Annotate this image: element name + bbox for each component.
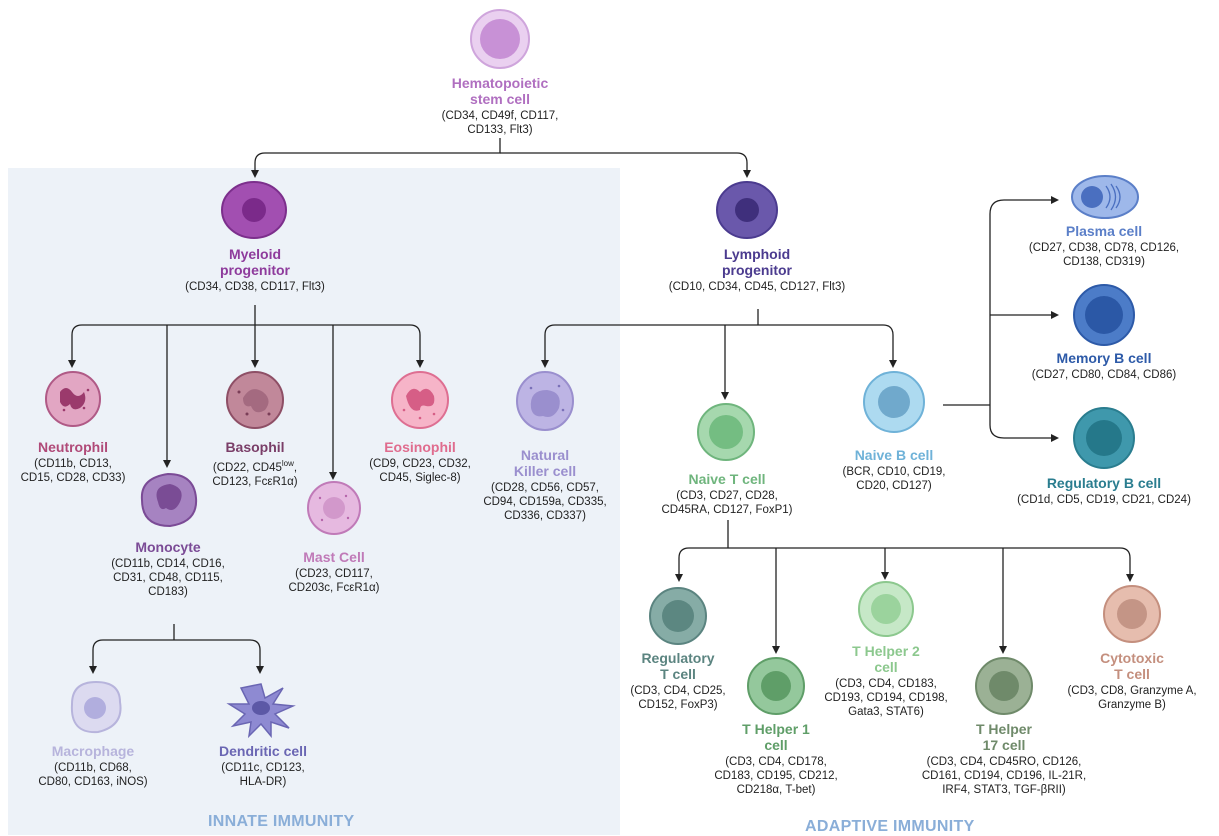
neutrophil-label: Neutrophil (CD11b, CD13,CD15, CD28, CD33… (21, 439, 126, 485)
naive-t-cell-icon (696, 402, 756, 462)
neutrophil-markers: (CD11b, CD13,CD15, CD28, CD33) (20, 458, 126, 484)
th1-markers: (CD3, CD4, CD178,CD183, CD195, CD212,CD2… (714, 756, 838, 796)
basophil-markers: (CD22, CD45low,CD123, FcεR1α) (212, 459, 298, 488)
dendritic-markers: (CD11c, CD123,HLA-DR) (221, 762, 305, 788)
eosinophil-name: Eosinophil (384, 439, 456, 455)
monocyte-cell-icon (136, 470, 200, 530)
plasma-label: Plasma cell (CD27, CD38, CD78, CD126,CD1… (1029, 223, 1179, 269)
neutrophil-cell-icon (44, 370, 102, 428)
eosinophil-label: Eosinophil (CD9, CD23, CD32,CD45, Siglec… (369, 439, 471, 485)
naiveb-label: Naive B cell (BCR, CD10, CD19,CD20, CD12… (843, 447, 946, 493)
regb-label: Regulatory B cell (CD1d, CD5, CD19, CD21… (1017, 475, 1191, 507)
myeloid-markers: (CD34, CD38, CD117, Flt3) (185, 281, 325, 293)
memory-b-cell-icon (1072, 283, 1136, 347)
mast-label: Mast Cell (CD23, CD117,CD203c, FcεR1α) (288, 549, 379, 595)
monocyte-name: Monocyte (135, 539, 201, 555)
macrophage-cell-icon (64, 676, 126, 738)
adaptive-immunity-title: ADAPTIVE IMMUNITY (805, 818, 975, 835)
monocyte-markers: (CD11b, CD14, CD16,CD31, CD48, CD115,CD1… (111, 558, 225, 598)
monocyte-label: Monocyte (CD11b, CD14, CD16,CD31, CD48, … (111, 539, 225, 599)
arrow-monocyte-macrophage (89, 639, 174, 674)
arrow-hsc-lymphoid (500, 152, 751, 178)
lymphoid-markers: (CD10, CD34, CD45, CD127, Flt3) (668, 281, 846, 293)
hsc-cell-icon (469, 8, 531, 70)
myeloid-cell-icon (220, 180, 288, 240)
macrophage-label: Macrophage (CD11b, CD68,CD80, CD163, iNO… (38, 743, 147, 789)
eosinophil-markers: (CD9, CD23, CD32,CD45, Siglec-8) (369, 458, 471, 484)
basophil-label: Basophil (CD22, CD45low,CD123, FcεR1α) (212, 439, 297, 489)
th1-cell-icon (746, 656, 806, 716)
cytotoxic-markers: (CD3, CD8, Granzyme A,Granzyme B) (1067, 685, 1197, 711)
macrophage-name: Macrophage (51, 743, 135, 759)
th2-markers: (CD3, CD4, CD183,CD193, CD194, CD198,Gat… (824, 678, 948, 718)
naivet-markers: (CD3, CD27, CD28,CD45RA, CD127, FoxP1) (661, 490, 793, 516)
basophil-name: Basophil (225, 439, 285, 455)
arrow-myeloid-eosinophil (255, 324, 424, 368)
naivet-name: Naive T cell (688, 471, 766, 487)
mast-name: Mast Cell (303, 549, 365, 565)
th2-cell-icon (857, 580, 915, 638)
regulatory-b-cell-icon (1072, 406, 1136, 470)
memoryb-name: Memory B cell (1056, 350, 1152, 366)
plasma-name: Plasma cell (1065, 223, 1143, 239)
hsc-markers: (CD34, CD49f, CD117,CD133, Flt3) (441, 110, 559, 136)
plasma-markers: (CD27, CD38, CD78, CD126,CD138, CD319) (1028, 242, 1180, 268)
dendritic-name: Dendritic cell (219, 743, 307, 759)
plasma-cell-icon (1070, 174, 1140, 220)
naiveb-markers: (BCR, CD10, CD19,CD20, CD127) (842, 466, 946, 492)
regb-name: Regulatory B cell (1046, 475, 1162, 491)
memoryb-label: Memory B cell (CD27, CD80, CD84, CD86) (1032, 350, 1176, 382)
nk-cell-icon (515, 370, 575, 432)
mast-cell-icon (306, 480, 362, 536)
arrow-naiveb-plasma (989, 196, 1059, 405)
naivet-label: Naive T cell (CD3, CD27, CD28,CD45RA, CD… (661, 471, 792, 517)
arrow-naiveb-regulatory (989, 405, 1059, 442)
dendritic-label: Dendritic cell (CD11c, CD123,HLA-DR) (219, 743, 307, 789)
naive-b-cell-icon (862, 370, 926, 434)
arrow-naivet-regt (675, 547, 728, 582)
nk-markers: (CD28, CD56, CD57,CD94, CD159a, CD335,CD… (483, 482, 607, 522)
innate-immunity-title: INNATE IMMUNITY (208, 813, 355, 830)
naiveb-name: Naive B cell (854, 447, 934, 463)
basophil-cell-icon (225, 370, 285, 430)
regt-markers: (CD3, CD4, CD25,CD152, FoxP3) (630, 685, 726, 711)
arrow-hsc-myeloid (251, 138, 501, 178)
macrophage-markers: (CD11b, CD68,CD80, CD163, iNOS) (38, 762, 148, 788)
arrow-lymphoid-nk (541, 324, 758, 368)
arrow-lymphoid-naiveb (758, 324, 897, 368)
arrow-monocyte-dendritic (174, 639, 264, 674)
memoryb-markers: (CD27, CD80, CD84, CD86) (1031, 369, 1177, 381)
th17-cell-icon (974, 656, 1034, 716)
arrow-naivet-th1 (728, 547, 1134, 582)
regulatory-t-cell-icon (648, 586, 708, 646)
eosinophil-cell-icon (390, 370, 450, 430)
dendritic-cell-icon (226, 676, 296, 738)
lymphoid-cell-icon (715, 180, 779, 240)
cytotoxic-t-cell-icon (1102, 584, 1162, 644)
regb-markers: (CD1d, CD5, CD19, CD21, CD24) (1017, 494, 1191, 506)
arrow-myeloid-neutrophil (68, 324, 255, 368)
mast-markers: (CD23, CD117,CD203c, FcεR1α) (288, 568, 380, 594)
th17-markers: (CD3, CD4, CD45RO, CD126,CD161, CD194, C… (921, 756, 1087, 796)
neutrophil-name: Neutrophil (37, 439, 108, 455)
